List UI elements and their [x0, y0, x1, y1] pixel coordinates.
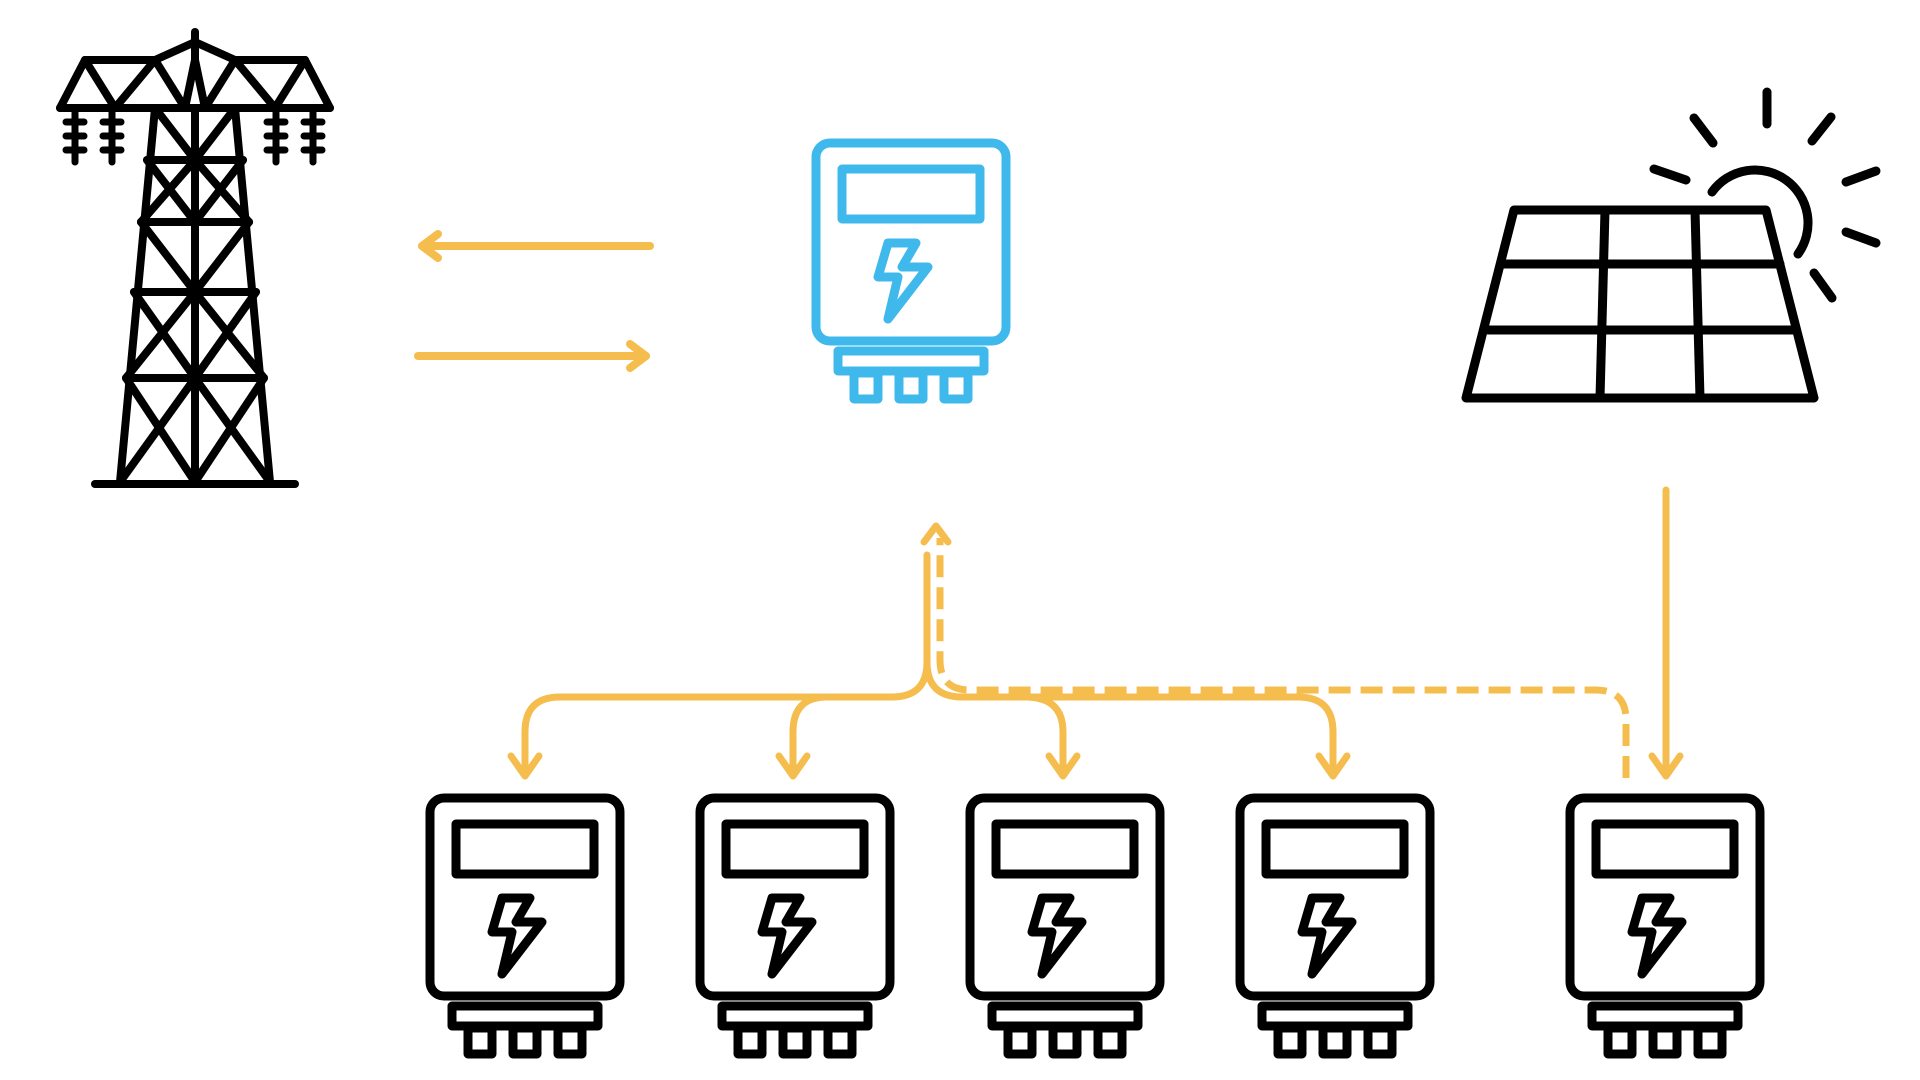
sub-meter-2-icon — [700, 798, 890, 1054]
flow-tree-main-to-sub-meters — [511, 522, 1347, 776]
sub-meter-4-icon — [1240, 798, 1430, 1054]
transmission-tower-icon — [56, 28, 334, 488]
main-meter-icon — [816, 143, 1006, 399]
solar-panel-icon — [1461, 205, 1819, 403]
sub-meter-1-icon — [430, 798, 620, 1054]
sub-meter-3-icon — [970, 798, 1160, 1054]
flow-arrow-meter-5-to-main-dashed — [936, 538, 1630, 778]
flow-arrow-to-grid — [418, 230, 654, 262]
sun-icon — [1649, 87, 1881, 303]
flow-arrow-from-grid — [414, 340, 650, 372]
sub-meter-5-icon — [1570, 798, 1760, 1054]
flow-arrow-solar-to-meter-5 — [1652, 486, 1680, 776]
